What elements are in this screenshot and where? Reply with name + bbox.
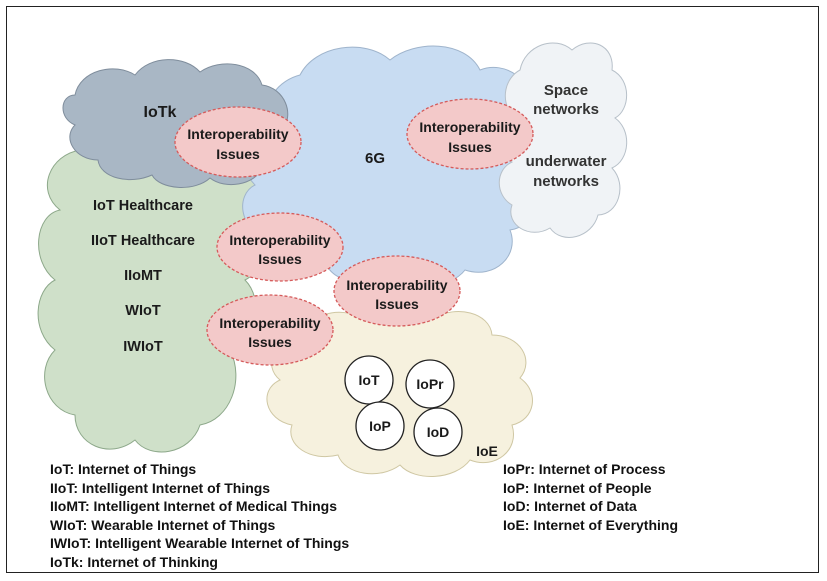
legend-item: IoPr: Internet of Process xyxy=(503,461,666,477)
circle-iop-label: IoP xyxy=(369,418,391,434)
interop-label-line1: Interoperability xyxy=(187,126,288,142)
legend-item: IoT: Internet of Things xyxy=(50,461,197,477)
interop-label-line1: Interoperability xyxy=(419,119,520,135)
space-label-line1: Space xyxy=(544,82,588,99)
figure-frame xyxy=(6,6,819,573)
interop-issues-health-6g: Interoperability Issues xyxy=(216,212,344,282)
legend-item: IIoMT: Intelligent Internet of Medical T… xyxy=(50,498,337,514)
ioe-label: IoE xyxy=(476,443,498,459)
legend-left: IoT: Internet of Things IIoT: Intelligen… xyxy=(50,460,349,571)
space-label-line2: networks xyxy=(533,101,599,118)
interop-label-line2: Issues xyxy=(248,334,292,350)
health-item-iot-healthcare: IoT Healthcare xyxy=(93,198,193,214)
interop-label-line1: Interoperability xyxy=(346,277,447,293)
circle-iop: IoP xyxy=(355,401,405,451)
underwater-label-line1: underwater xyxy=(526,153,607,170)
circle-iod-label: IoD xyxy=(427,424,450,440)
legend-item: IoD: Internet of Data xyxy=(503,498,637,514)
legend-item: IoE: Internet of Everything xyxy=(503,516,679,533)
health-item-wiot: WIoT xyxy=(125,303,161,319)
interop-issues-6g-space: Interoperability Issues xyxy=(406,98,534,170)
circle-iot: IoT xyxy=(344,355,394,405)
legend-item: IoTk: Internet of Thinking xyxy=(50,553,218,570)
health-item-iiot-healthcare: IIoT Healthcare xyxy=(91,233,195,249)
legend-item: WIoT: Wearable Internet of Things xyxy=(50,516,276,533)
legend-item: IIoT: Intelligent Internet of Things xyxy=(50,479,271,496)
iotk-label: IoTk xyxy=(144,104,177,121)
interop-label-line2: Issues xyxy=(448,139,492,155)
health-item-iiomt: IIoMT xyxy=(124,268,162,284)
interop-issues-health-ioe: Interoperability Issues xyxy=(206,294,334,366)
interop-label-line1: Interoperability xyxy=(219,315,320,331)
interop-label-line2: Issues xyxy=(258,251,302,267)
underwater-label-line2: networks xyxy=(533,173,599,190)
interop-issues-iotk-6g: Interoperability Issues xyxy=(174,106,302,178)
circle-iopr-label: IoPr xyxy=(416,376,444,392)
interop-label-line2: Issues xyxy=(375,296,419,312)
legend-right: IoPr: Internet of Process IoP: Internet … xyxy=(503,460,678,534)
circle-iopr: IoPr xyxy=(405,359,455,409)
legend-item: IoP: Internet of People xyxy=(503,479,652,496)
legend-item: IWIoT: Intelligent Wearable Internet of … xyxy=(50,535,350,551)
sixg-label: 6G xyxy=(365,150,385,167)
circle-iot-label: IoT xyxy=(359,372,380,388)
health-item-iwiot: IWIoT xyxy=(123,339,163,355)
interop-label-line2: Issues xyxy=(216,146,260,162)
interop-label-line1: Interoperability xyxy=(229,232,330,248)
circle-iod: IoD xyxy=(413,407,463,457)
interop-issues-6g-ioe: Interoperability Issues xyxy=(333,255,461,327)
